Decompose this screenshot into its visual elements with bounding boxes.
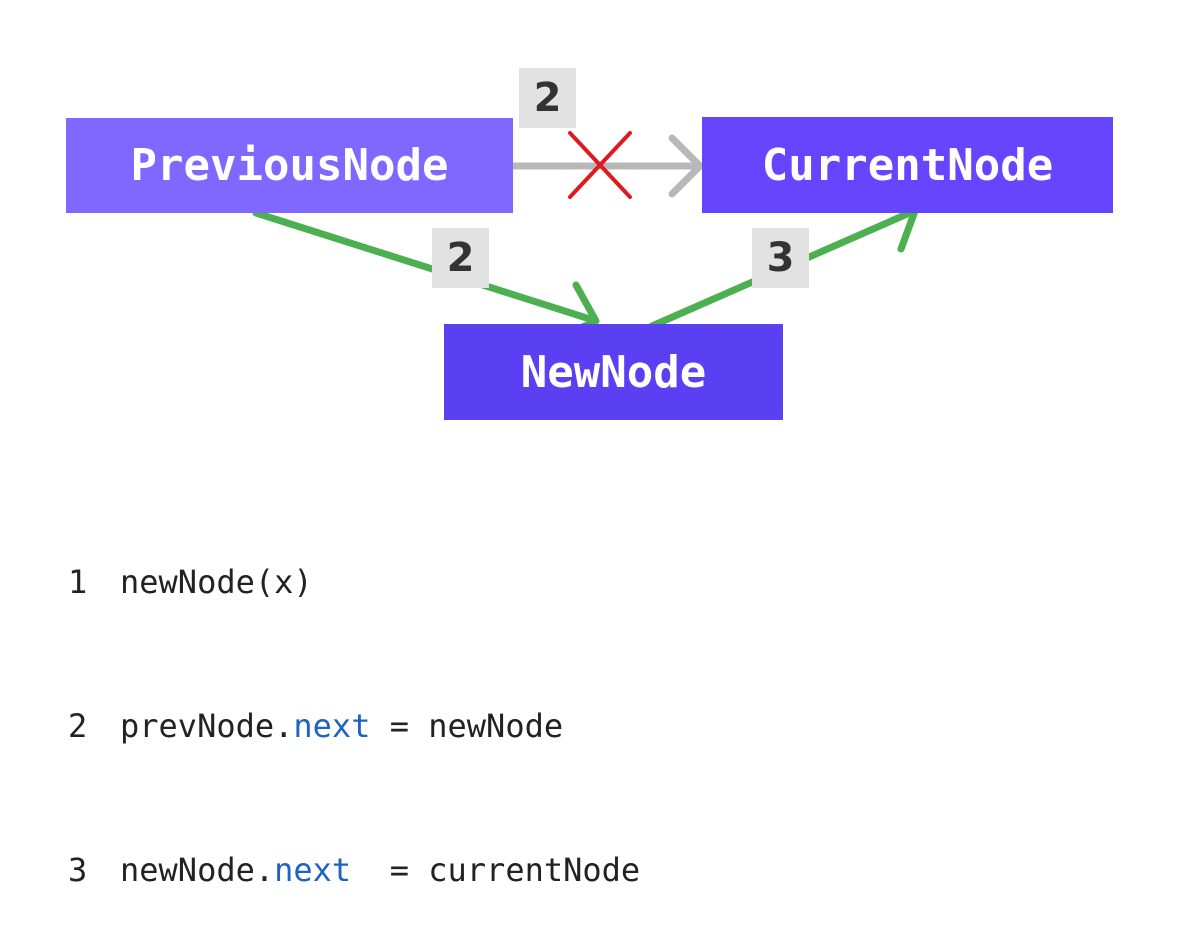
current-node: CurrentNode xyxy=(702,117,1113,213)
code-text: = currentNode xyxy=(351,851,641,889)
code-text: prevNode. xyxy=(120,707,294,745)
code-text: = newNode xyxy=(370,707,564,745)
line-number: 3 xyxy=(68,851,88,889)
code-text: newNode(x) xyxy=(120,563,313,601)
code-line: 3 newNode.next = currentNode xyxy=(68,846,640,894)
code-line: 1 newNode(x) xyxy=(68,558,640,606)
old-link-arrow xyxy=(513,134,704,198)
code-line: 2 prevNode.next = newNode xyxy=(68,702,640,750)
line-number: 1 xyxy=(68,563,88,601)
step-badge-prev-to-new: 2 xyxy=(432,228,489,288)
code-keyword: next xyxy=(274,851,352,889)
prev-to-new-arrow xyxy=(252,209,600,342)
code-text: newNode. xyxy=(120,851,275,889)
line-number: 2 xyxy=(68,707,88,745)
step-badge-old-link: 2 xyxy=(519,68,576,128)
cross-icon xyxy=(568,131,632,199)
new-node-label: NewNode xyxy=(520,346,707,398)
code-keyword: next xyxy=(293,707,371,745)
previous-node: PreviousNode xyxy=(66,118,513,213)
current-node-label: CurrentNode xyxy=(761,139,1054,191)
step-badge-new-to-current: 3 xyxy=(752,228,809,288)
new-node: NewNode xyxy=(444,324,783,420)
previous-node-label: PreviousNode xyxy=(130,140,449,191)
